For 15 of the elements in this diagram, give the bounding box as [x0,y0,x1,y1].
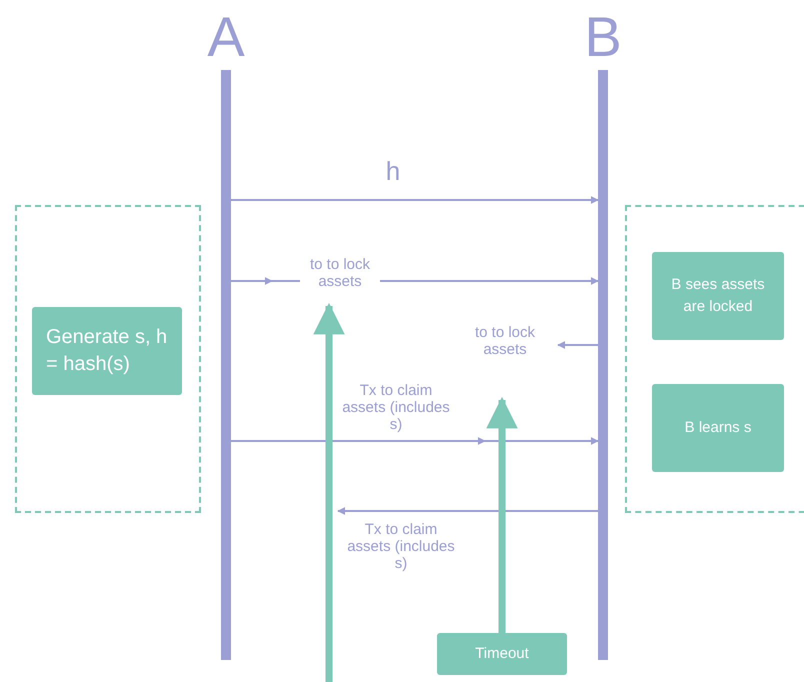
process-box: B sees assets are locked [652,252,784,340]
dashed-frame [15,205,201,513]
process-box: B learns s [652,384,784,472]
process-box: Timeout [437,633,567,675]
process-box: Generate s, h = hash(s) [32,307,182,395]
lifeline-label: B [583,8,623,66]
arrow [486,396,518,633]
arrow [231,437,598,445]
edge-label: Tx to claim assets (includes s) [340,382,452,433]
lifeline-label: A [206,8,246,66]
dashed-frame [625,205,804,513]
edge-label: Tx to claim assets (includes s) [345,521,457,572]
arrow [557,341,598,349]
arrow [231,196,599,204]
arrow [337,507,598,515]
